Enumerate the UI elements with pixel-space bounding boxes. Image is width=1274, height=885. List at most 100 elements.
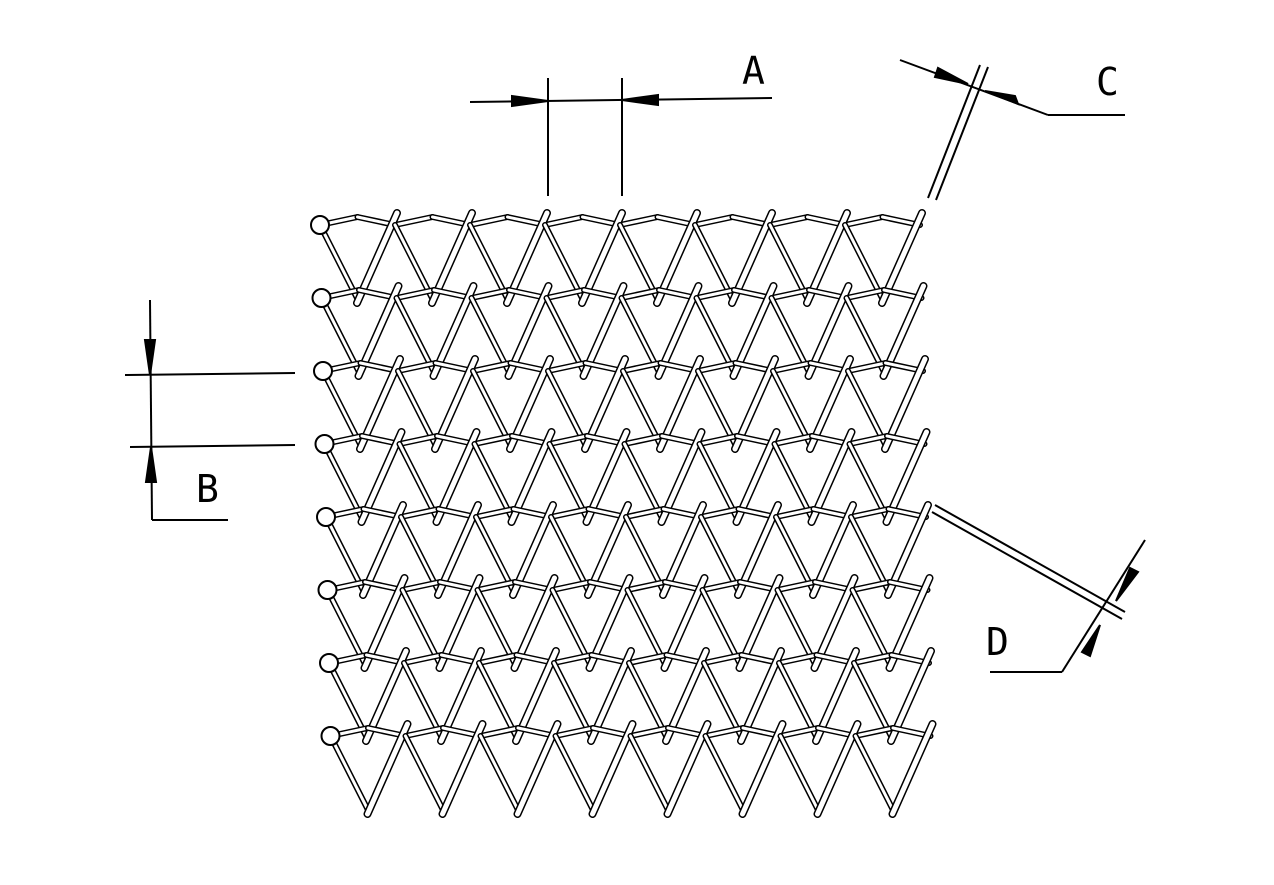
spiral-wire-core (549, 515, 590, 592)
cross-rod-core (849, 507, 890, 519)
cross-rod-core (626, 580, 667, 592)
cross-rod-core (624, 507, 665, 519)
spiral-wire-core (393, 223, 434, 300)
rod-end-circle (310, 215, 330, 235)
cross-rod-core (621, 361, 662, 373)
cross-rod-core (695, 288, 736, 300)
cross-rod-core (773, 434, 814, 446)
cross-rod-core (771, 361, 812, 373)
cross-rod-core (696, 361, 737, 373)
spiral-wire-core (771, 369, 812, 446)
spiral-wire-core (402, 661, 443, 738)
spiral-wire-core (329, 734, 369, 811)
cross-rod-core (701, 580, 742, 592)
cross-rod-core (474, 507, 515, 519)
spiral-wire-core (543, 223, 584, 300)
cross-rod-core (693, 215, 734, 227)
spiral-wire-core (326, 588, 366, 665)
spiral-wire-core (695, 296, 735, 373)
spiral-wire-core (321, 369, 362, 446)
spiral-wire-core (704, 734, 744, 811)
spiral-wire-front-core (440, 721, 485, 817)
cross-rod-core (554, 726, 595, 738)
cross-rod-core (848, 434, 889, 446)
cross-rod-core (627, 653, 668, 665)
spiral-wire-core (846, 369, 887, 446)
cross-rod-core (473, 434, 514, 446)
rod-end-circle (319, 653, 339, 673)
cross-rod-core (770, 288, 811, 300)
spiral-wire-core (477, 661, 518, 738)
spiral-wire-core (395, 296, 435, 373)
spiral-wire-core (396, 369, 437, 446)
spiral-wire-core (629, 734, 669, 811)
spiral-wire-core (404, 734, 444, 811)
dimension-b (124, 299, 296, 521)
label-a: A (742, 49, 765, 93)
rod-end-circle (314, 434, 335, 454)
cross-rod-core (854, 726, 895, 738)
cross-rod-core (398, 434, 439, 446)
dimension-d (931, 504, 1146, 673)
spiral-wire-core (318, 223, 359, 300)
cross-rod-core (548, 434, 589, 446)
spiral-wire-core (768, 223, 809, 300)
cross-rod-core (629, 726, 670, 738)
spiral-wire-front-core (515, 721, 560, 817)
cross-rod-core (546, 361, 587, 373)
cross-rod-core (699, 507, 740, 519)
spiral-wire-core (621, 369, 662, 446)
rod-end-circle (311, 288, 332, 308)
spiral-wire-core (626, 588, 666, 665)
spiral-wire-core (698, 442, 738, 519)
cross-rod-core (399, 507, 440, 519)
cross-rod-core (545, 288, 586, 300)
cross-rod-core (698, 434, 739, 446)
label-b: B (196, 467, 219, 511)
spiral-wire-core (702, 661, 743, 738)
cross-rod-core (551, 580, 592, 592)
spiral-wire-core (401, 588, 441, 665)
cross-rod-core (471, 361, 512, 373)
spiral-wire-core (624, 515, 665, 592)
dimension-a (469, 78, 773, 196)
cross-rod-core (393, 215, 434, 227)
rod-end-circle (317, 580, 338, 600)
spiral-wire-core (774, 515, 815, 592)
cross-rod-core (779, 726, 820, 738)
spiral-wire-core (693, 223, 734, 300)
label-d: D (986, 620, 1009, 664)
spiral-wire-core (848, 442, 888, 519)
spiral-wire-core (399, 515, 440, 592)
spiral-wire-core (471, 369, 512, 446)
cross-rod-core (549, 507, 590, 519)
spiral-wire-core (324, 515, 365, 592)
spiral-wire-core (398, 442, 438, 519)
cross-rod-core (470, 288, 511, 300)
cross-rod-core (479, 726, 520, 738)
spiral-wire-front-core (740, 721, 785, 817)
spiral-wire-core (854, 734, 894, 811)
spiral-wire-core (552, 661, 593, 738)
cross-rod-core (776, 580, 817, 592)
spiral-wire-core (551, 588, 591, 665)
spiral-wire-core (618, 223, 659, 300)
spiral-wire-core (627, 661, 668, 738)
cross-rod-core (845, 288, 886, 300)
spiral-wire-core (620, 296, 660, 373)
spiral-wire-core (845, 296, 885, 373)
cross-rod-core (623, 434, 664, 446)
spiral-wire-front-core (890, 721, 935, 817)
cross-rod-core (401, 580, 442, 592)
spiral-wire-core (623, 442, 663, 519)
label-c: C (1096, 60, 1119, 104)
cross-rod-core (404, 726, 445, 738)
cross-rod-core (468, 215, 509, 227)
cross-rod-core (402, 653, 443, 665)
cross-rod-core (846, 361, 887, 373)
spiral-wire-core (776, 588, 816, 665)
spiral-wire-core (696, 369, 737, 446)
dimension-c (899, 59, 1125, 201)
spiral-wire-front-core (365, 721, 410, 817)
